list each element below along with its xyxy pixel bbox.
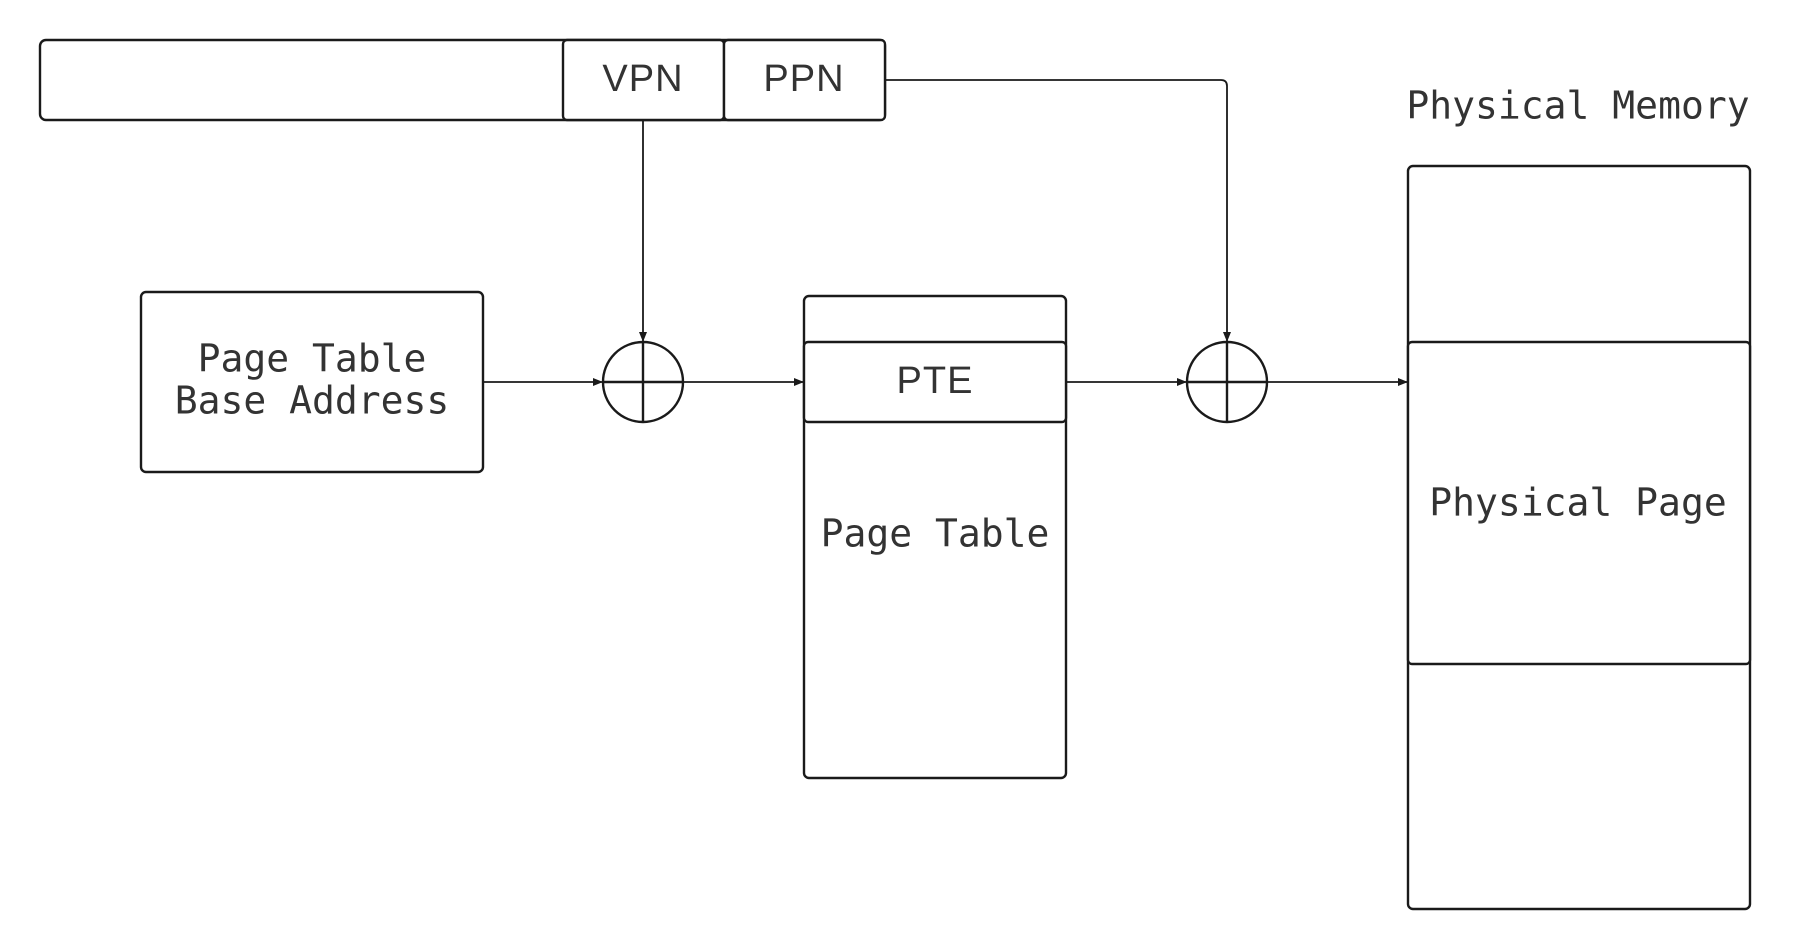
physical-page [1406, 340, 1752, 666]
base-register-label-line1: Page Table [198, 337, 427, 381]
physical-page-label: Physical Page [1429, 481, 1726, 525]
ppn-label: PPN [763, 58, 844, 100]
page-table-label: Page Table [821, 512, 1050, 556]
physical-memory: Physical Memory Physical Page [1406, 84, 1752, 911]
physical-memory-title: Physical Memory [1406, 84, 1749, 128]
adder-2 [1185, 340, 1269, 424]
arrow-ppn-to-adder-2 [885, 79, 1231, 342]
base-register-label-line2: Base Address [175, 379, 450, 423]
address-register: VPN PPN [38, 38, 887, 122]
connectors [483, 79, 1408, 386]
page-table: PTE Page Table [802, 294, 1068, 780]
adder-1 [601, 340, 685, 424]
vpn-label: VPN [602, 58, 683, 100]
page-table-base-register: Page Table Base Address [139, 290, 485, 474]
pte-label: PTE [897, 360, 974, 402]
